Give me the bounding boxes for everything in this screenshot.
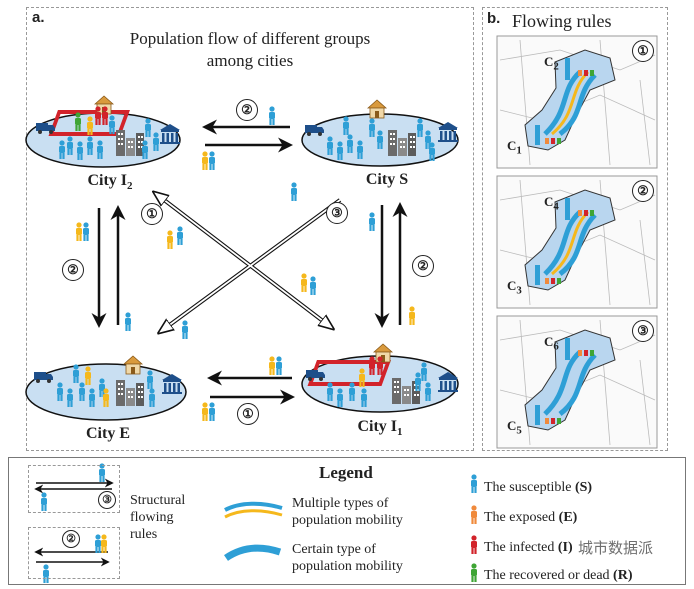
legend-exposed-label: The exposed (E) [484,510,578,525]
legend-rule-box-2 [28,527,120,579]
legend-structural-line3: rules [130,527,158,542]
rule-map-3-number: ③ [632,320,654,342]
legend-susceptible-label: The susceptible (S) [484,480,593,495]
rule-map-1-bottom-city: C1 [507,138,522,157]
legend-multiple-label: Multiple types of population mobility [292,495,403,529]
legend-box-2-mark: ② [62,530,80,548]
rule-map-3-top-city: C6 [544,334,559,353]
rule-mark-diag1: ① [141,203,163,225]
city-i2-label: City I2 [87,172,133,193]
rule-mark-top: ② [236,99,258,121]
legend-structural-line1: Structural [130,493,186,508]
rule-mark-bottom: ① [237,403,259,425]
legend-certain-line1: Certain type of [292,542,376,557]
rule-map-2 [496,175,658,309]
rule-map-3-bottom-city: C5 [507,418,522,437]
legend-certain-line2: population mobility [292,559,403,574]
city-i1-label: City I1 [357,418,403,439]
legend-certain-label: Certain type of population mobility [292,541,403,575]
panel-a-label: a. [32,9,45,26]
rule-map-1-top-city: C2 [544,54,559,73]
panel-b [482,7,668,451]
panel-b-label: b. [487,10,501,27]
rule-map-3 [496,315,658,449]
rule-map-2-top-city: C4 [544,194,559,213]
legend-structural-line2: flowing [130,510,174,525]
panel-b-title: Flowing rules [512,11,612,31]
legend-title: Legend [319,463,373,482]
legend-structural-label: Structural flowing rules [130,492,185,543]
rule-mark-diag3: ③ [326,202,348,224]
panel-a-title: Population flow of different groups amon… [90,28,410,72]
rule-map-2-number: ② [632,180,654,202]
city-s-node [301,99,459,167]
legend-recovered-label: The recovered or dead (R) [484,568,633,583]
watermark: 城市数据派 [578,539,654,557]
city-e-label: City E [86,425,130,442]
city-e-node [25,355,187,421]
panel-a [26,7,474,451]
legend-rule-box-3 [28,465,120,513]
legend-box-3-mark: ③ [98,491,116,509]
legend-panel [8,457,686,585]
city-i2-node [25,95,181,168]
legend-multiple-line2: population mobility [292,513,403,528]
legend-multiple-line1: Multiple types of [292,496,389,511]
rule-mark-right: ② [412,255,434,277]
legend-infected-label: The infected (I) [484,540,573,555]
map-group-markers [545,70,594,424]
city-i1-node [301,343,459,413]
rule-map-1-number: ① [632,40,654,62]
panel-a-title-line2: among cities [206,51,294,70]
rule-map-2-bottom-city: C3 [507,278,522,297]
city-s-label: City S [365,171,409,188]
rule-mark-left: ② [62,259,84,281]
panel-a-title-line1: Population flow of different groups [129,29,371,48]
